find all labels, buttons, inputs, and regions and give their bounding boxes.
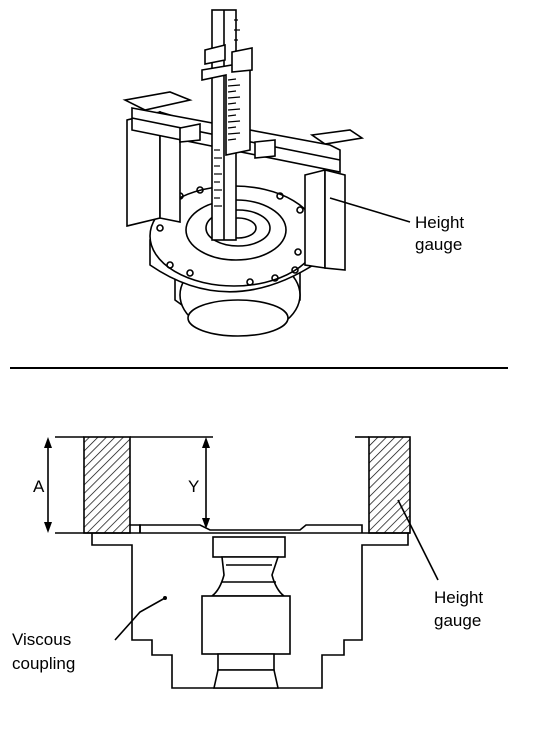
perspective-illustration: Height gauge	[122, 9, 464, 337]
right-gauge-block	[304, 129, 365, 271]
coupling-label-line1: Viscous	[12, 630, 71, 649]
dimension-y	[202, 437, 210, 529]
bottom-callout-leader	[397, 499, 439, 581]
coupling-leader	[114, 597, 166, 641]
top-callout-label-line1: Height	[415, 213, 464, 232]
right-hatched-gauge	[368, 436, 411, 534]
top-callout-label-line2: gauge	[415, 235, 462, 254]
coupling-label-line2: coupling	[12, 654, 75, 673]
dimension-y-label: Y	[188, 477, 199, 496]
left-hatched-gauge	[83, 436, 131, 534]
coupling-section-profile	[91, 524, 409, 689]
dimension-a	[44, 437, 52, 533]
vernier-column	[201, 9, 253, 241]
dimension-a-label: A	[33, 477, 45, 496]
bottom-callout-label-line1: Height	[434, 588, 483, 607]
cross-section-diagram: A Y Height gauge Vis	[12, 436, 483, 689]
bottom-callout-label-line2: gauge	[434, 611, 481, 630]
top-callout-leader	[329, 197, 411, 223]
